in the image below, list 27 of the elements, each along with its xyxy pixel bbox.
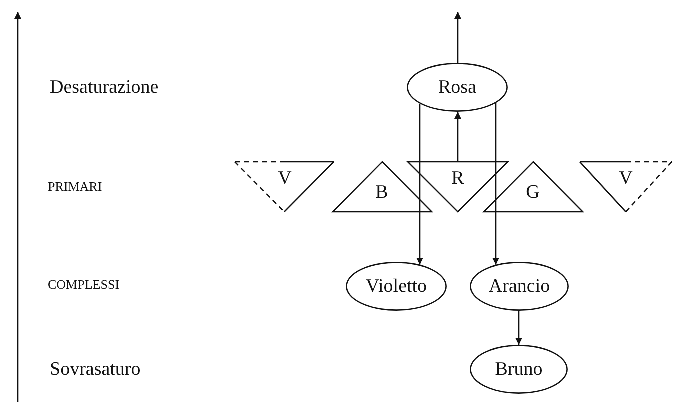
color-ellipse [470, 345, 568, 394]
arrow [454, 12, 462, 63]
color-name: Arancio [488, 276, 550, 298]
color-name: G [526, 182, 540, 204]
color-ellipse [470, 262, 569, 311]
color-name: B [376, 182, 388, 204]
color-name: Bruno [495, 358, 543, 380]
color-triangle [580, 162, 672, 212]
color-name: V [278, 168, 292, 190]
color-ellipse [407, 63, 508, 112]
level-label: PRIMARI [48, 179, 102, 195]
arrow [416, 104, 424, 265]
arrow [454, 112, 462, 162]
level-label: Desaturazione [50, 77, 159, 99]
level-label: COMPLESSI [48, 277, 120, 293]
color-triangle [235, 162, 334, 212]
color-name: Rosa [438, 76, 476, 98]
color-triangle [333, 162, 432, 212]
color-ellipse [346, 262, 447, 311]
arrow [492, 103, 500, 265]
color-triangle [408, 162, 508, 212]
color-name: R [452, 168, 464, 190]
color-triangle [484, 162, 583, 212]
level-label: Sovrasaturo [50, 359, 141, 381]
color-name: Violetto [366, 276, 428, 298]
arrow [516, 311, 522, 345]
color-name: V [619, 168, 633, 190]
